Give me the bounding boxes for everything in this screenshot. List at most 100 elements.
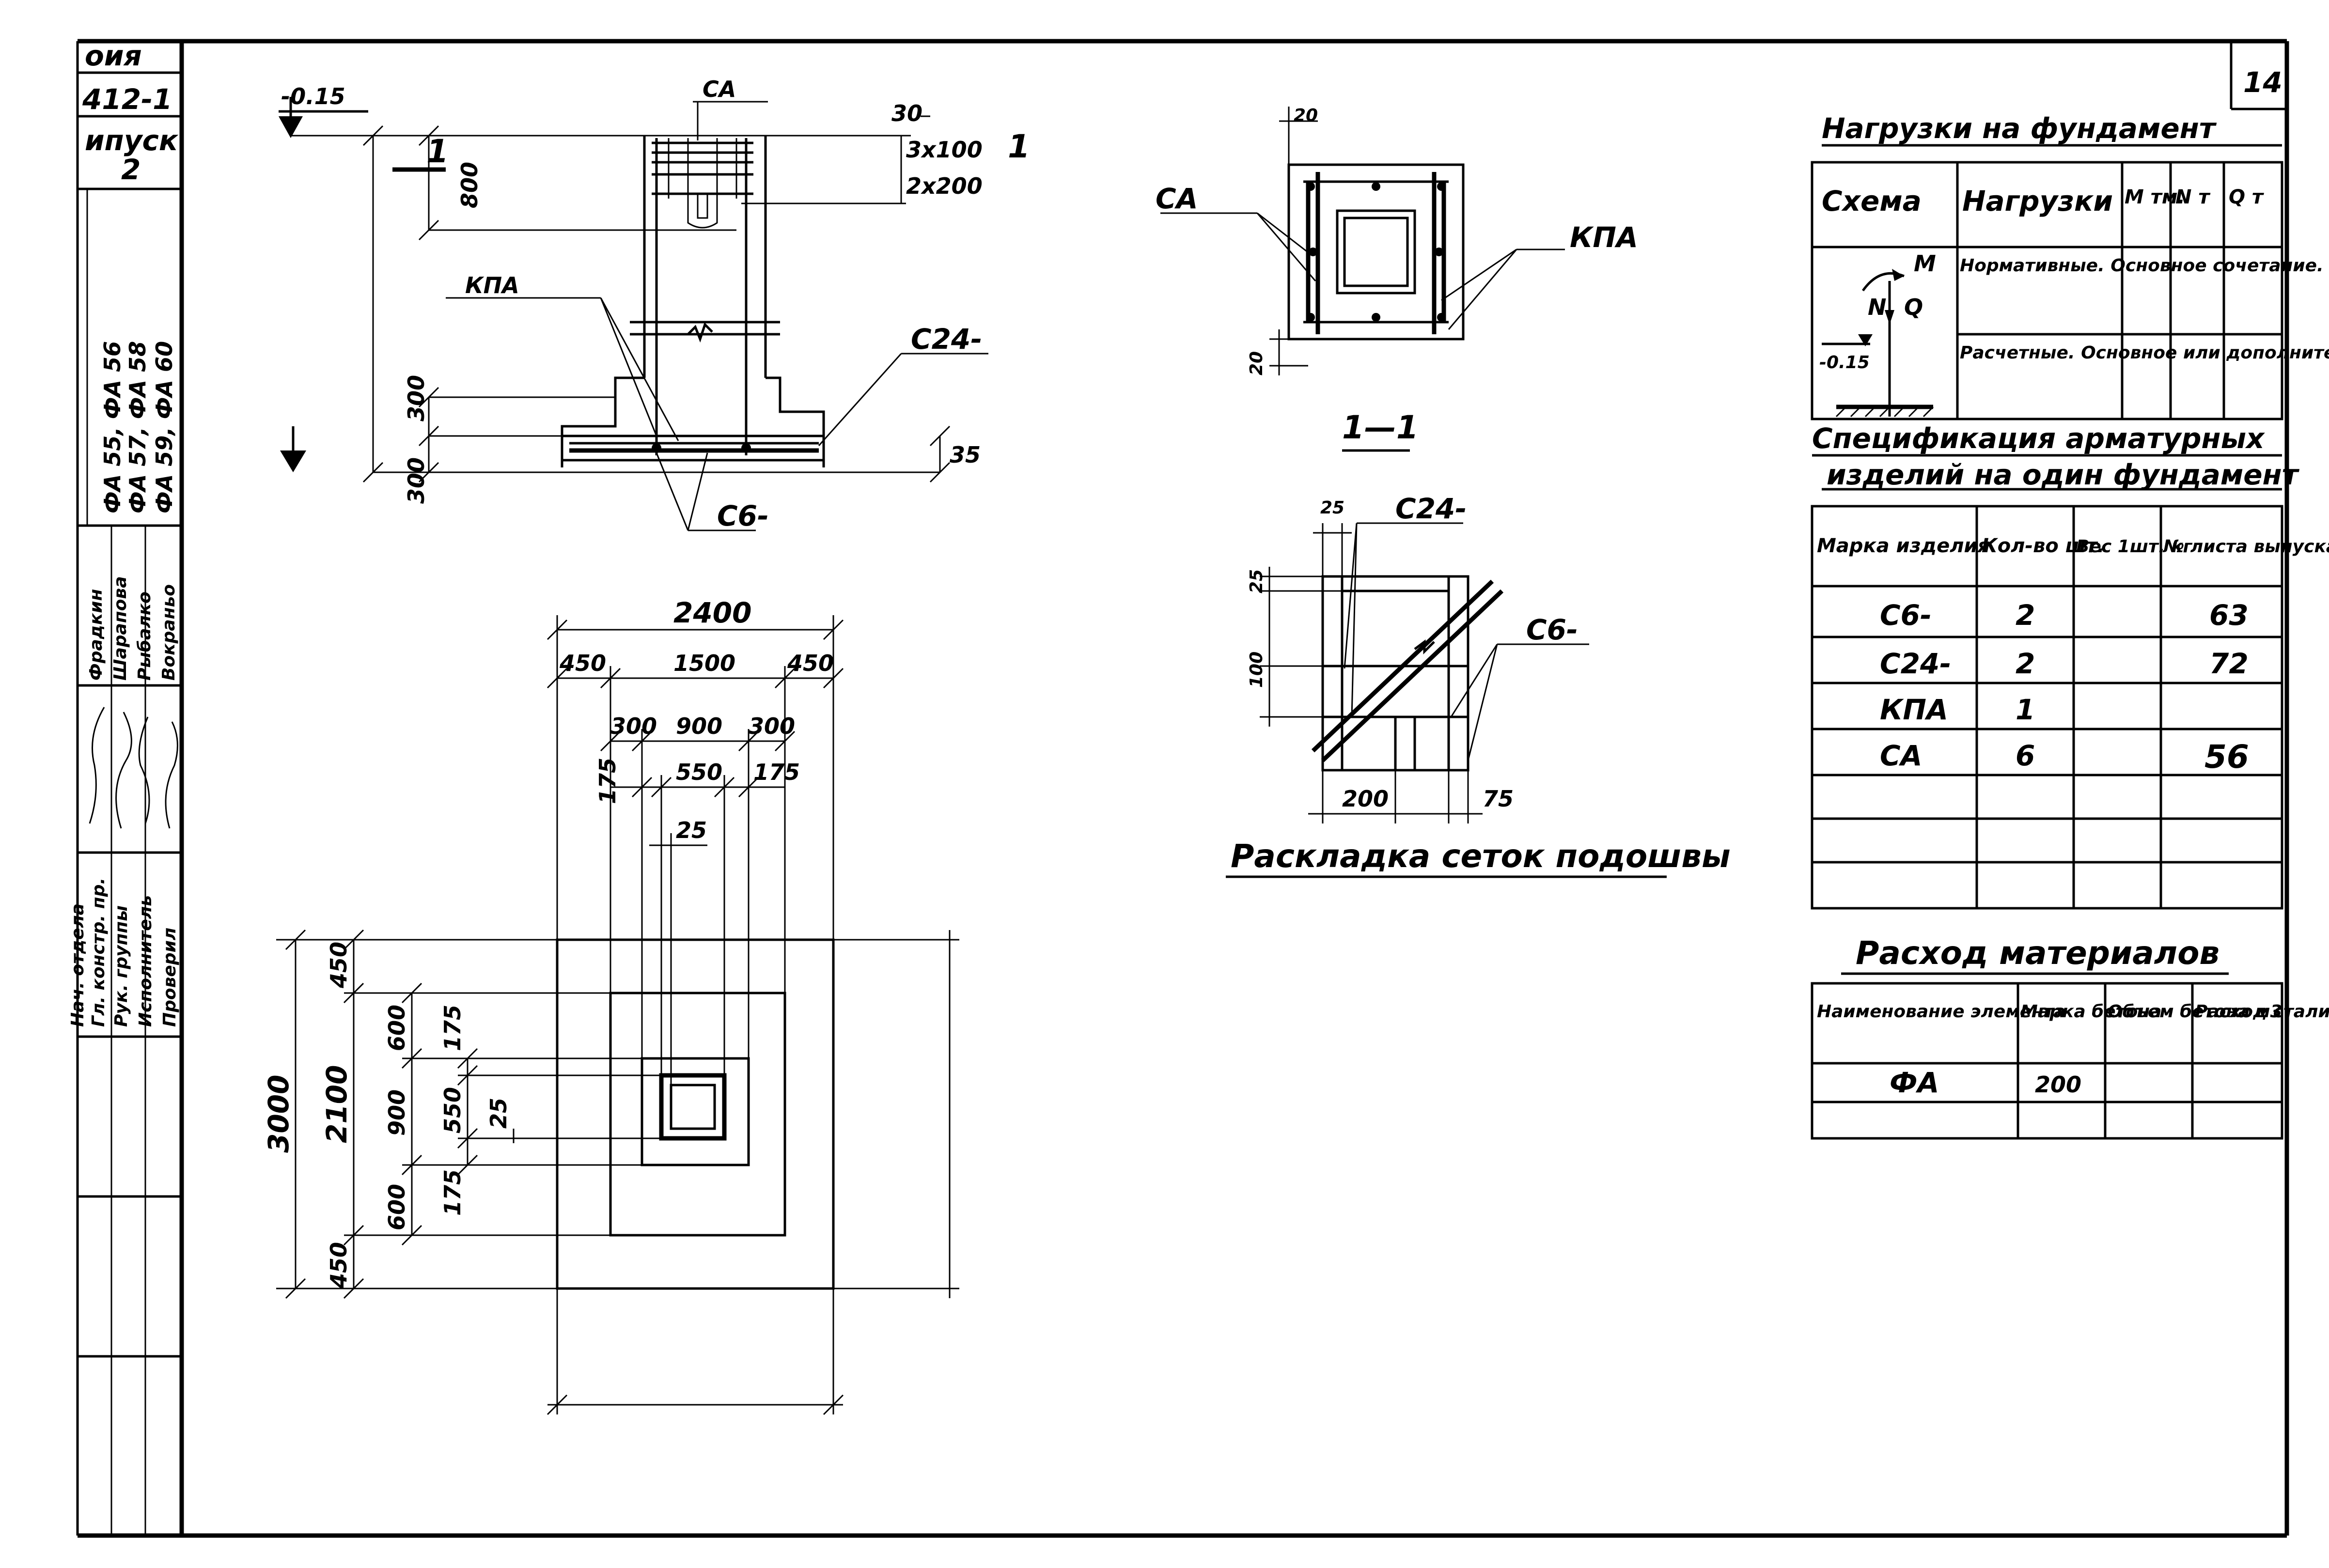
mesh-layout bbox=[1226, 522, 1667, 878]
materials-table bbox=[1811, 972, 2283, 1140]
name-3: Рыбалко bbox=[135, 591, 155, 681]
loads-header-m: М тм. bbox=[2125, 186, 2185, 208]
spec-row-4-sheet: 56 bbox=[2204, 738, 2249, 776]
elevation-section-mark: 1 bbox=[1008, 128, 1030, 165]
spec-table bbox=[1811, 454, 2283, 910]
level-marker-top-icon bbox=[279, 116, 303, 138]
spec-row-1-mark: С6- bbox=[1880, 599, 1932, 632]
spec-header-mark: Марка изделия bbox=[1817, 535, 1990, 557]
loads-scheme-m: М bbox=[1914, 250, 1936, 277]
section-1-1-dim-20b: 20 bbox=[1247, 351, 1266, 375]
title-block-line-3: ипуск bbox=[85, 124, 179, 157]
spec-row-3-mark: КПА bbox=[1880, 693, 1948, 726]
loads-table-title: Нагрузки на фундамент bbox=[1822, 112, 2217, 145]
plan-dim-mid: 1500 bbox=[673, 650, 735, 676]
elevation-dim-300b: 300 bbox=[403, 457, 429, 504]
plan-dim-600b: 600 bbox=[384, 1184, 410, 1230]
title-block-line-4: 2 bbox=[121, 153, 141, 186]
foundation-marks-3: ФА 59, ФА 60 bbox=[151, 341, 177, 513]
plan-view bbox=[276, 615, 959, 1415]
materials-header-volume: Объем бетона м3 bbox=[2108, 1002, 2282, 1022]
loads-header-n: N т bbox=[2175, 186, 2211, 208]
spec-table-title-2: изделий на один фундамент bbox=[1827, 458, 2300, 491]
section-1-1-label-sa: СА bbox=[1156, 182, 1198, 215]
name-2: Шарапова bbox=[110, 576, 130, 681]
elevation-section-cut-label: 1 bbox=[426, 133, 449, 170]
materials-header-element: Наименование элемента bbox=[1817, 1002, 2065, 1022]
spec-header-qty: Кол-во шт. bbox=[1982, 535, 2105, 557]
plan-dim-550v: 550 bbox=[439, 1087, 466, 1133]
elevation-label-kpa: КПА bbox=[465, 272, 519, 298]
elevation-view bbox=[279, 97, 988, 531]
spec-header-weight: Вес 1шт. кг bbox=[2076, 537, 2193, 557]
plan-dim-total-width: 2400 bbox=[673, 596, 751, 629]
plan-dim-175v-b: 175 bbox=[439, 1169, 466, 1216]
name-4: Вокраньо bbox=[159, 584, 179, 681]
sheet-number: 14 bbox=[2243, 66, 2282, 99]
elevation-label-sa: СА bbox=[703, 76, 736, 102]
loads-scheme-level: -0.15 bbox=[1819, 353, 1870, 373]
plan-dim-175a: 175 bbox=[594, 758, 621, 804]
section-1-1-label-kpa: КПА bbox=[1570, 221, 1638, 254]
mesh-layout-title: Раскладка сеток подошвы bbox=[1231, 838, 1731, 875]
spec-row-1-sheet: 63 bbox=[2209, 599, 2249, 632]
spec-row-2-mark: С24- bbox=[1880, 647, 1951, 680]
spec-row-4-mark: СА bbox=[1880, 739, 1922, 772]
plan-dim-600a: 600 bbox=[384, 1005, 410, 1051]
plan-dim-25: 25 bbox=[676, 817, 707, 843]
materials-row-1-grade: 200 bbox=[2035, 1071, 2081, 1098]
materials-row-1-element: ФА bbox=[1890, 1066, 1939, 1099]
role-5: Проверил bbox=[160, 928, 180, 1027]
elevation-label-c24: С24- bbox=[911, 323, 982, 356]
role-1: Нач. отдела bbox=[68, 903, 88, 1027]
mesh-label-c24: С24- bbox=[1395, 492, 1467, 525]
elevation-dim-top-offset: 30 bbox=[891, 100, 922, 126]
elevation-dim-cover: 35 bbox=[950, 442, 981, 468]
loads-header-loads: Нагрузки bbox=[1962, 185, 2113, 217]
title-block-line-1: оия bbox=[85, 39, 142, 72]
section-1-1 bbox=[1160, 107, 1565, 452]
loads-header-scheme: Схема bbox=[1822, 185, 1922, 217]
role-4: Исполнитель bbox=[136, 895, 156, 1027]
plan-dim-edge-bottom: 450 bbox=[326, 1242, 352, 1289]
spec-row-3-qty: 1 bbox=[2016, 693, 2035, 726]
plan-dim-mid-height: 2100 bbox=[320, 1065, 353, 1143]
plan-dim-550: 550 bbox=[676, 759, 722, 785]
loads-scheme-n: N bbox=[1868, 294, 1887, 320]
foundation-marks-2: ФА 57, ФА 58 bbox=[125, 341, 151, 513]
plan-dim-total-height: 3000 bbox=[262, 1075, 295, 1153]
plan-dim-300b: 300 bbox=[749, 713, 795, 739]
plan-dim-edge-top: 450 bbox=[326, 942, 352, 989]
spec-row-1-qty: 2 bbox=[2016, 599, 2035, 632]
elevation-dim-spacing1: 3х100 bbox=[906, 137, 983, 163]
elevation-dim-800: 800 bbox=[456, 162, 483, 208]
sheet-frame bbox=[76, 39, 2289, 1538]
mesh-dim-25b: 25 bbox=[1247, 569, 1266, 593]
spec-row-4-qty: 6 bbox=[2016, 739, 2035, 772]
elevation-level-mark: -0.15 bbox=[281, 83, 345, 109]
title-block-signatures bbox=[89, 707, 178, 829]
plan-dim-900: 900 bbox=[676, 713, 722, 739]
title-block-names: Фрадкин Шарапова Рыбалко Вокраньо bbox=[86, 576, 179, 681]
materials-header-steel: Расход стали кг bbox=[2195, 1002, 2329, 1022]
spec-header-sheet: № листа выпуска II bbox=[2162, 537, 2329, 557]
plan-dim-175v-a: 175 bbox=[439, 1005, 466, 1051]
foundation-marks-1: ФА 55, ФА 56 bbox=[99, 341, 125, 513]
loads-row-normative: Нормативные. Основное сочетание. bbox=[1960, 256, 2324, 276]
mesh-dim-100: 100 bbox=[1247, 652, 1266, 688]
loads-scheme-q: Q bbox=[1904, 294, 1923, 320]
plan-dim-side-left: 450 bbox=[559, 650, 606, 676]
elevation-dim-spacing2: 2х200 bbox=[906, 173, 983, 199]
title-block bbox=[78, 71, 182, 1536]
elevation-label-c6: С6- bbox=[717, 499, 769, 532]
level-marker-bottom-icon bbox=[280, 450, 306, 472]
loads-header-q: Q т bbox=[2229, 186, 2265, 208]
mesh-dim-200: 200 bbox=[1342, 786, 1389, 812]
title-block-roles: Нач. отдела Гл. констр. пр. Рук. группы … bbox=[68, 878, 180, 1027]
mesh-dim-75: 75 bbox=[1483, 786, 1514, 812]
section-1-1-dim-20a: 20 bbox=[1294, 106, 1318, 125]
plan-dim-300a: 300 bbox=[610, 713, 657, 739]
plan-dim-side-right: 450 bbox=[787, 650, 834, 676]
role-2: Гл. констр. пр. bbox=[89, 878, 109, 1027]
